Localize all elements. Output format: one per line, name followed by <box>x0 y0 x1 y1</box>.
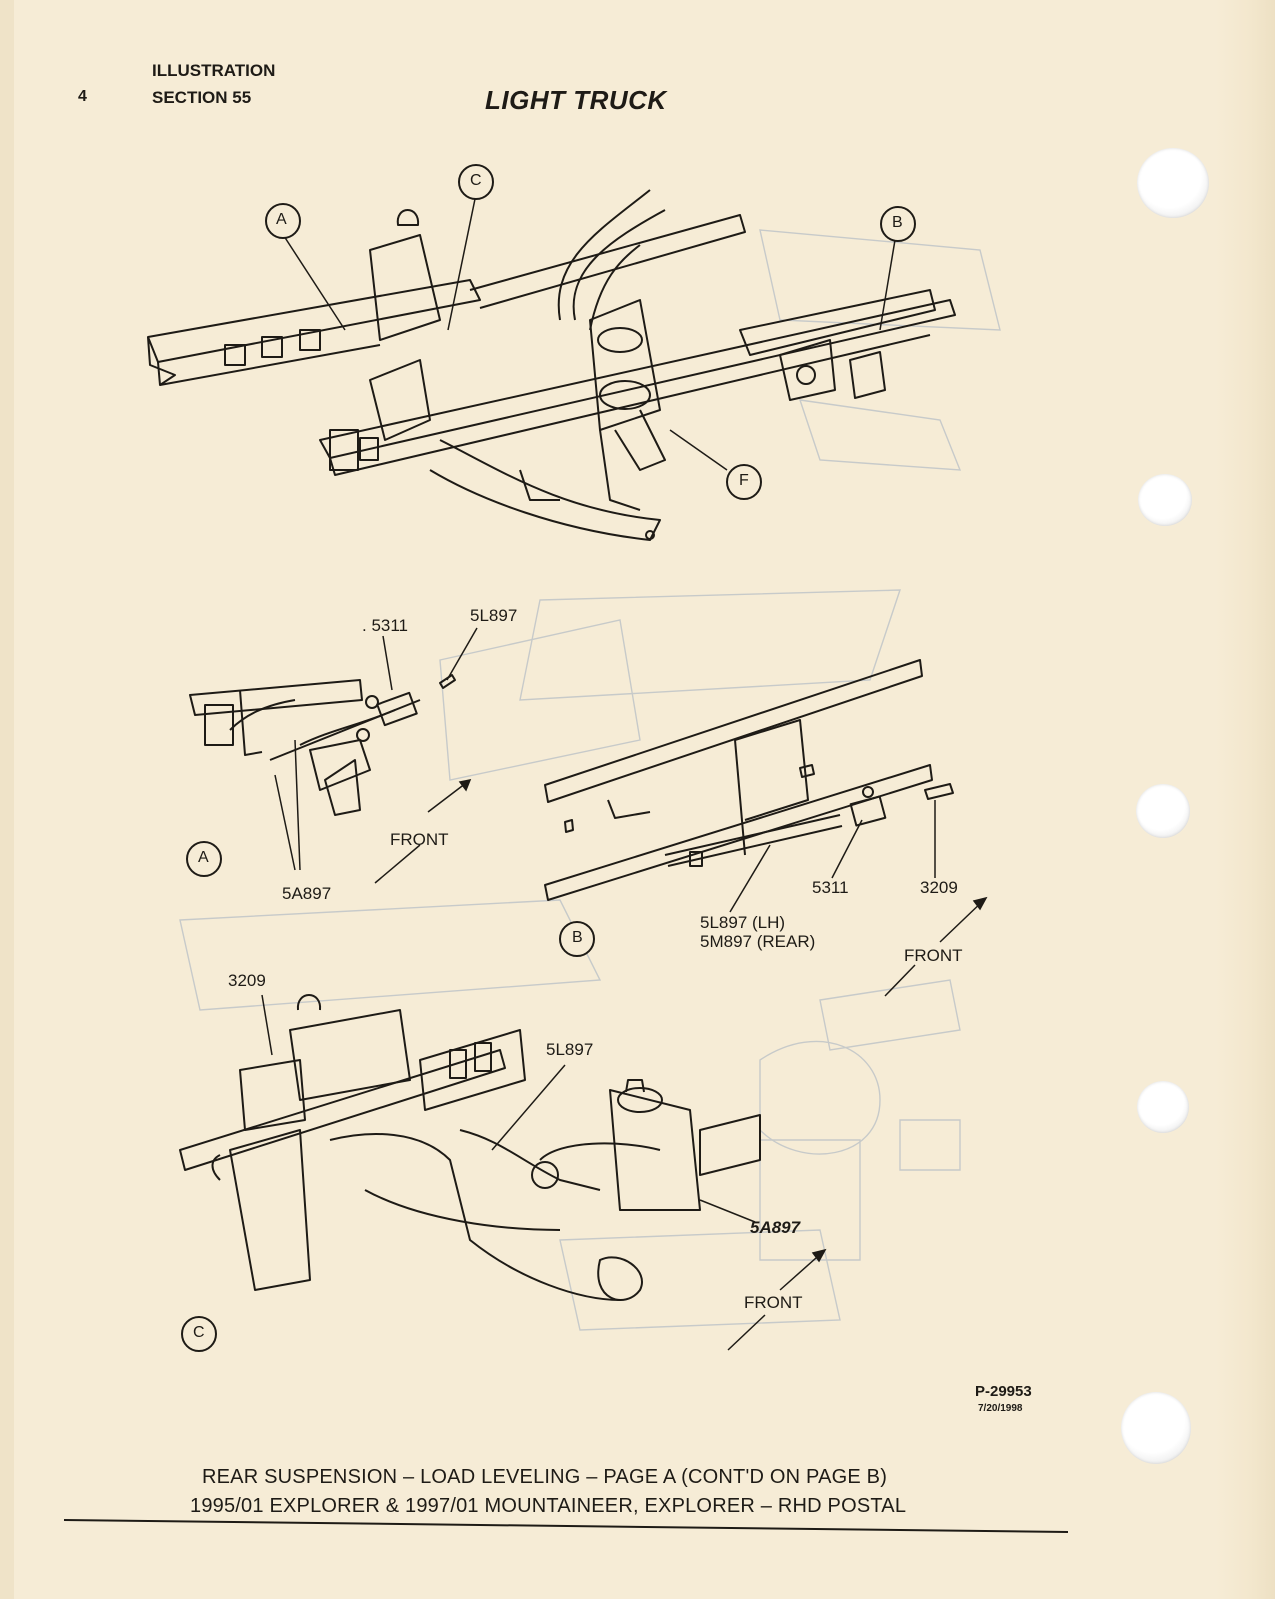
binder-hole <box>1121 1392 1191 1464</box>
detail-c-part-3209: 3209 <box>228 971 266 990</box>
detail-b-part-5l897-lh: 5L897 (LH) <box>700 913 786 932</box>
bleed-through-drawing <box>179 229 1001 1331</box>
binder-hole <box>1137 148 1209 218</box>
detail-b-drawing <box>544 659 954 901</box>
detail-b-callout-letter: B <box>572 929 583 946</box>
main-assembly-drawing <box>147 189 956 541</box>
detail-b-leaders <box>729 800 988 997</box>
detail-a-part-5311: . 5311 <box>362 616 409 635</box>
page-edge-left <box>0 0 14 1599</box>
binder-hole <box>1138 474 1192 526</box>
page-title: LIGHT TRUCK <box>485 85 667 115</box>
caption-line-1: REAR SUSPENSION – LOAD LEVELING – PAGE A… <box>202 1466 888 1488</box>
detail-b-front-label: FRONT <box>904 946 963 965</box>
callout-f-letter: F <box>739 472 749 489</box>
detail-c-leaders <box>261 994 827 1351</box>
detail-c-part-5l897: 5L897 <box>546 1040 594 1059</box>
callout-b-letter: B <box>892 214 903 231</box>
detail-b-part-3209: 3209 <box>920 878 958 897</box>
binder-hole <box>1137 1081 1189 1133</box>
illustration-ref-date: 7/20/1998 <box>978 1403 1023 1414</box>
detail-b-part-5311: 5311 <box>812 878 849 897</box>
detail-b-callout-circle <box>559 921 595 957</box>
callout-c-letter: C <box>470 172 482 189</box>
detail-c-front-label: FRONT <box>744 1293 803 1312</box>
detail-a-callout-letter: A <box>198 849 209 866</box>
page-number: 4 <box>78 88 87 105</box>
detail-c-drawing <box>179 994 761 1301</box>
main-callout-circles <box>265 164 916 500</box>
page-edge-right <box>1215 0 1275 1599</box>
detail-a-front-label: FRONT <box>390 830 449 849</box>
detail-c-callout-letter: C <box>193 1324 205 1341</box>
header-illustration: ILLUSTRATION <box>152 61 276 80</box>
detail-a-drawing <box>189 674 456 816</box>
detail-a-part-5l897: 5L897 <box>470 606 518 625</box>
callout-a-letter: A <box>276 211 287 228</box>
illustration-ref-number: P-29953 <box>975 1383 1032 1400</box>
main-leaders <box>281 198 896 471</box>
detail-a-part-5a897: 5A897 <box>282 884 332 903</box>
header-section: SECTION 55 <box>152 88 252 107</box>
footer-rule <box>63 1519 1069 1533</box>
detail-c-part-5a897: 5A897 <box>750 1218 801 1237</box>
binder-hole <box>1136 784 1190 838</box>
caption-line-2: 1995/01 EXPLORER & 1997/01 MOUNTAINEER, … <box>190 1495 907 1517</box>
detail-a-leaders <box>274 627 478 884</box>
detail-b-part-5m897-rear: 5M897 (REAR) <box>700 932 816 951</box>
detail-a-callout-circle <box>186 841 222 877</box>
detail-c-callout-circle <box>181 1316 217 1352</box>
